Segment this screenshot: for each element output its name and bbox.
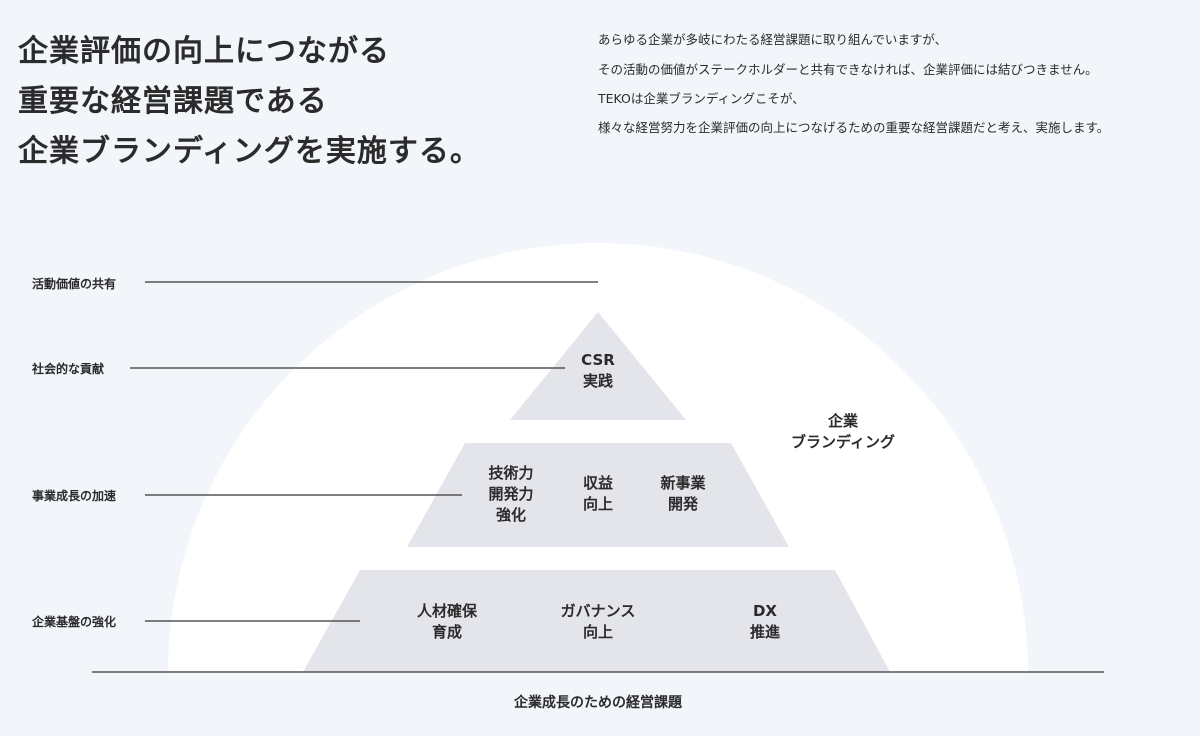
pyramid-bottom bbox=[303, 570, 890, 672]
pyramid-top-text: CSR 実践 bbox=[581, 351, 615, 390]
level-label: 社会的な貢献 bbox=[32, 362, 105, 376]
pyramid-middle bbox=[407, 443, 789, 547]
intro-line: その活動の価値がステークホルダーと共有できなければ、企業評価には結びつきません。 bbox=[598, 62, 1098, 77]
level-label: 活動価値の共有 bbox=[32, 277, 117, 291]
intro-line: TEKOは企業ブランディングこそが、 bbox=[598, 91, 805, 106]
level-label: 事業成長の加速 bbox=[32, 489, 117, 503]
pyramid-middle-text: 技術力 開発力 強化 bbox=[488, 464, 534, 524]
pyramid-bottom-text: 人材確保 育成 bbox=[416, 602, 478, 641]
pyramid-bottom-text: DX 推進 bbox=[749, 602, 781, 641]
intro-line: あらゆる企業が多岐にわたる経営課題に取り組んでいますが、 bbox=[598, 32, 948, 47]
heading-line-1: 企業評価の向上につながる bbox=[18, 34, 390, 69]
baseline-label: 企業成長のための経営課題 bbox=[514, 695, 682, 711]
pyramid-middle-text: 収益 向上 bbox=[582, 474, 614, 513]
heading-line-3: 企業ブランディングを実施する。 bbox=[18, 134, 481, 169]
pyramid-bottom-text: ガバナンス 向上 bbox=[560, 602, 636, 641]
heading-line-2: 重要な経営課題である bbox=[18, 84, 328, 119]
pyramid-middle-text: 新事業 開発 bbox=[660, 474, 706, 513]
level-label: 企業基盤の強化 bbox=[32, 615, 117, 629]
branding-label: 企業 ブランディング bbox=[791, 412, 895, 451]
pyramid-top bbox=[510, 312, 686, 420]
intro-line: 様々な経営努力を企業評価の向上につなげるための重要な経営課題だと考え、実施します… bbox=[598, 120, 1110, 135]
